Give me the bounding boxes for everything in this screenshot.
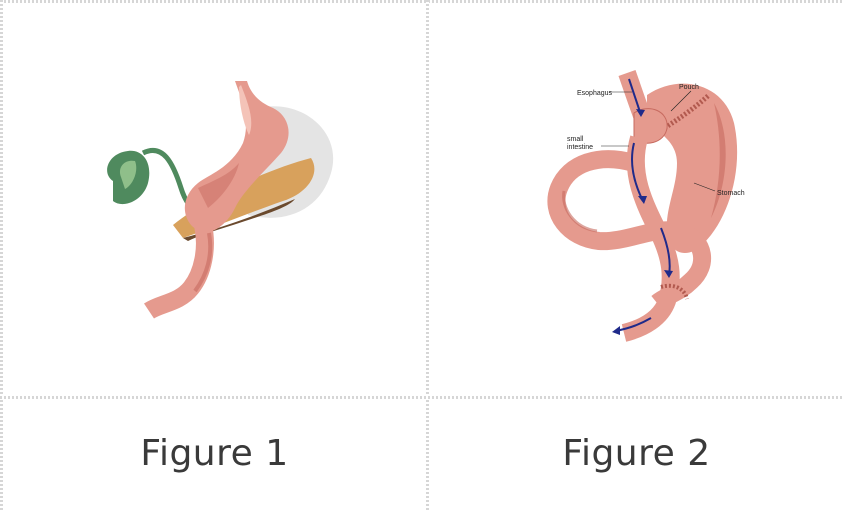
label-small-line1: small xyxy=(567,136,584,143)
duodenum xyxy=(149,225,205,311)
label-esophagus: Esophagus xyxy=(577,90,613,97)
figure-1-image xyxy=(3,3,426,396)
label-small-line2: intestine xyxy=(567,144,593,151)
figure-1-caption-cell: Figure 1 xyxy=(3,399,426,511)
figure-1-caption: Figure 1 xyxy=(3,433,426,474)
label-pouch: Pouch xyxy=(679,84,699,91)
figure-2-image: Esophagus Pouch small intestine Stomach xyxy=(429,3,844,396)
figure-2-illustration: Esophagus Pouch small intestine Stomach xyxy=(429,3,844,396)
figure-2-caption: Figure 2 xyxy=(429,433,844,474)
label-stomach: Stomach xyxy=(717,190,745,197)
figure-1-illustration xyxy=(3,3,426,396)
arrowhead-4 xyxy=(612,326,620,335)
figure-2-caption-cell: Figure 2 xyxy=(429,399,844,511)
